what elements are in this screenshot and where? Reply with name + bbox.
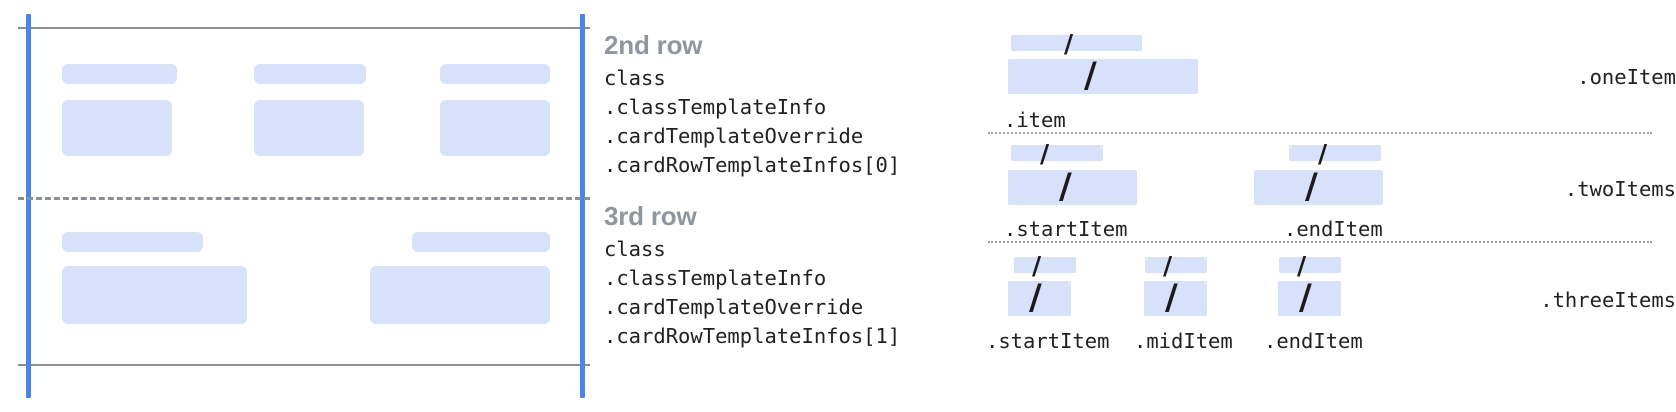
row-annotations: 2nd row class .classTemplateInfo .cardTe… bbox=[604, 0, 964, 412]
third-row-block: 3rd row class .classTemplateInfo .cardTe… bbox=[604, 201, 900, 351]
third-row-heading: 3rd row bbox=[604, 201, 697, 231]
row3-col2-body-box bbox=[370, 266, 550, 324]
three-items-mid-caption: .midItem bbox=[1134, 329, 1233, 353]
three-items-start-label-bar bbox=[1014, 257, 1076, 273]
row2-col3-body-box bbox=[440, 100, 550, 156]
second-row-block: 2nd row class .classTemplateInfo .cardTe… bbox=[604, 30, 900, 180]
legend-divider-1 bbox=[988, 132, 1652, 134]
card-top-rule bbox=[18, 27, 590, 29]
two-items-end-body-box bbox=[1254, 170, 1383, 205]
two-items-section-label: .twoItems bbox=[1564, 177, 1676, 201]
three-items-mid-label-bar bbox=[1145, 257, 1207, 273]
three-items-section-label: .threeItems bbox=[1540, 288, 1676, 312]
three-items-start-body-box bbox=[1008, 281, 1071, 316]
two-items-start-caption: .startItem bbox=[1004, 217, 1128, 241]
two-items-start-label-bar bbox=[1011, 145, 1103, 161]
row3-col1-body-box bbox=[62, 266, 247, 324]
right-guide-line bbox=[580, 14, 585, 398]
row2-col1-body-box bbox=[62, 100, 172, 156]
two-items-end-label-bar bbox=[1289, 145, 1381, 161]
row2-col3-label-bar bbox=[440, 64, 550, 84]
two-items-end-caption: .endItem bbox=[1284, 217, 1383, 241]
row3-col1-label-bar bbox=[62, 232, 203, 252]
three-items-end-body-box bbox=[1278, 281, 1341, 316]
third-row-code-line-2: .classTemplateInfo bbox=[604, 266, 827, 290]
third-row-code-line-1: class bbox=[604, 237, 666, 261]
three-items-start-caption: .startItem bbox=[986, 329, 1110, 353]
second-row-code-line-1: class bbox=[604, 66, 666, 90]
third-row-code-line-3: .cardTemplateOverride bbox=[604, 295, 864, 319]
left-guide-line bbox=[26, 14, 31, 398]
row-divider-dashed bbox=[18, 197, 590, 200]
three-items-end-caption: .endItem bbox=[1264, 329, 1363, 353]
one-item-caption: .item bbox=[1004, 108, 1066, 132]
row3-col2-label-bar bbox=[412, 232, 550, 252]
legend-divider-2 bbox=[988, 241, 1652, 243]
one-item-section-label: .oneItem bbox=[1577, 65, 1676, 89]
three-items-mid-body-box bbox=[1144, 281, 1207, 316]
card-bottom-rule bbox=[18, 364, 590, 366]
item-layout-legend: / / .item .oneItem / / .startItem / / .e… bbox=[964, 0, 1676, 412]
row2-col2-label-bar bbox=[254, 64, 366, 84]
two-items-start-body-box bbox=[1008, 170, 1137, 205]
card-row-preview bbox=[0, 0, 600, 412]
second-row-code-line-2: .classTemplateInfo bbox=[604, 95, 827, 119]
one-item-label-bar bbox=[1011, 35, 1142, 51]
row2-col1-label-bar bbox=[62, 64, 177, 84]
row2-col2-body-box bbox=[254, 100, 364, 156]
second-row-code-line-4: .cardRowTemplateInfos[0] bbox=[604, 153, 901, 177]
second-row-heading: 2nd row bbox=[604, 30, 703, 60]
third-row-code-line-4: .cardRowTemplateInfos[1] bbox=[604, 324, 901, 348]
three-items-end-label-bar bbox=[1279, 257, 1341, 273]
second-row-code-line-3: .cardTemplateOverride bbox=[604, 124, 864, 148]
one-item-body-box bbox=[1008, 59, 1198, 94]
